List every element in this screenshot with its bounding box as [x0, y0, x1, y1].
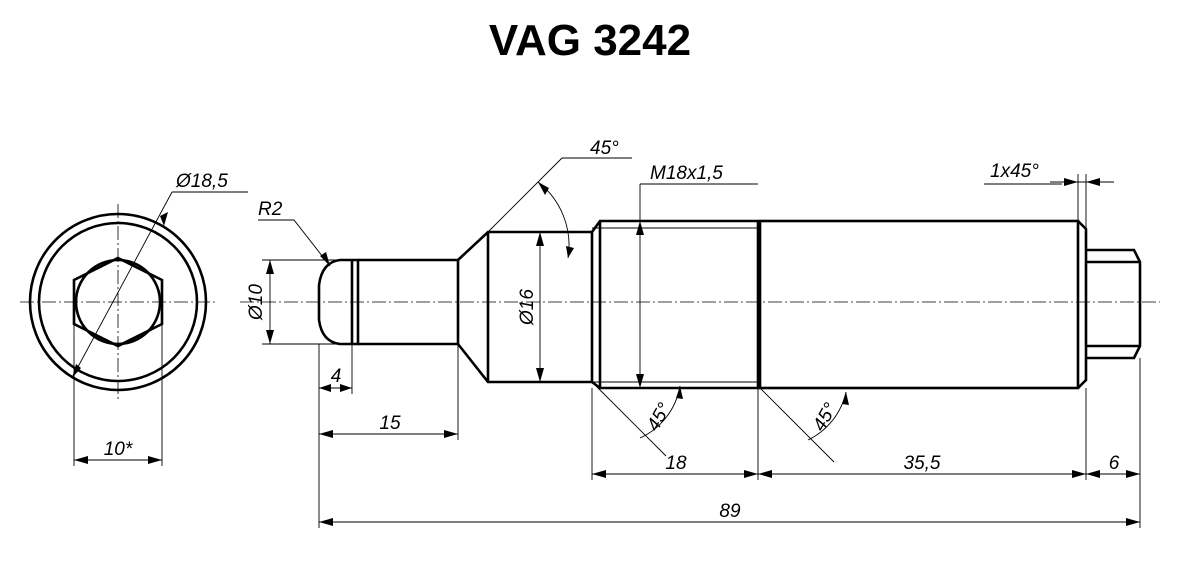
cone-angle-label: 45° — [590, 138, 619, 159]
drawing-title: VAG 3242 — [489, 16, 691, 65]
knurled-grip — [758, 219, 1080, 390]
shaft-diameter-label: Ø16 — [517, 289, 538, 326]
tip-length-label: 4 — [331, 366, 342, 387]
head-diameter-label: Ø18,5 — [175, 171, 228, 192]
tip-diameter-label: Ø10 — [246, 284, 267, 321]
thread-outline — [590, 219, 760, 390]
hex-size-label: 10* — [104, 439, 133, 460]
thread-length-label: 18 — [665, 453, 687, 474]
tip-outline — [317, 258, 360, 346]
end-view: Ø18,5 10* — [20, 171, 248, 466]
pin-length-label: 15 — [379, 413, 401, 434]
total-length-label: 89 — [719, 501, 741, 522]
knurl-chamfer-angle-label: 45° — [809, 399, 842, 435]
hex-length-label: 6 — [1109, 453, 1120, 474]
thread-chamfer-angle-label: 45° — [643, 399, 676, 435]
side-view — [240, 219, 1160, 390]
hex-end — [1086, 248, 1142, 360]
knurl-length-label: 35,5 — [904, 453, 941, 474]
chamfer-label: 1x45° — [990, 161, 1039, 182]
tip-radius-label: R2 — [258, 199, 283, 220]
dimensions: R2 Ø10 4 15 Ø16 45° — [246, 138, 1141, 528]
shaft-outline — [456, 230, 594, 384]
thread-label: M18x1,5 — [650, 163, 723, 184]
